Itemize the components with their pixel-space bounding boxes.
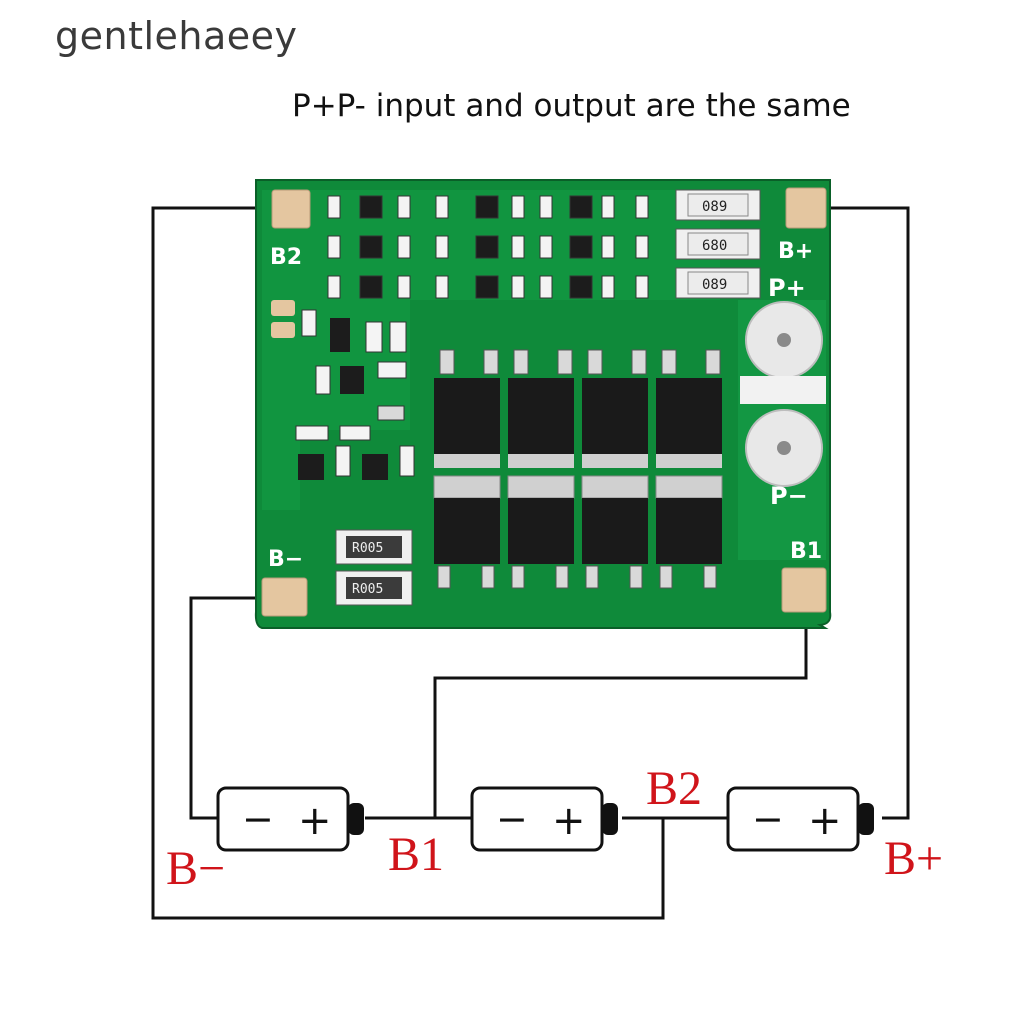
smd-part (397, 235, 411, 259)
smd-part (397, 275, 411, 299)
resistor-2-code: 680 (702, 238, 727, 254)
resistor-1-code: 089 (702, 199, 727, 215)
smd-part (635, 195, 649, 219)
battery-cell-1: −+ (216, 786, 364, 852)
shunt-1-code: R005 (352, 541, 383, 556)
resistor-3: 089 (675, 267, 761, 299)
test-pad-1 (271, 300, 295, 316)
wires (151, 206, 910, 920)
node-label-b1: B1 (388, 828, 444, 881)
battery-terminal (602, 803, 618, 835)
resistor-2: 680 (675, 228, 761, 260)
smd-part (475, 235, 499, 259)
smd-part (569, 235, 593, 259)
smd-part (435, 235, 449, 259)
smd-part (539, 195, 553, 219)
headline: P+P- input and output are the same (292, 88, 851, 124)
smd-part (601, 275, 615, 299)
smd-part (635, 235, 649, 259)
smd-part (539, 235, 553, 259)
mosfet-top (508, 349, 574, 468)
smd-part (511, 275, 525, 299)
mosfet-array (433, 349, 723, 589)
smd-part (569, 275, 593, 299)
smd-part (327, 195, 341, 219)
pcb-copper-pour (262, 190, 720, 510)
mosfet-bottom (433, 475, 501, 589)
white-strip (740, 376, 826, 404)
battery-minus-sign: − (752, 797, 784, 841)
pad-p-minus-hole (777, 441, 791, 455)
watermark: gentlehaeey (55, 14, 298, 58)
shunt-2-code: R005 (352, 582, 383, 597)
smd-part (601, 235, 615, 259)
shunt-2: R005 (335, 570, 413, 606)
test-pad-2 (271, 322, 295, 338)
smd-part (359, 275, 383, 299)
smd-part (475, 275, 499, 299)
battery-plus-sign: + (552, 798, 586, 844)
wire-b-plus (826, 206, 910, 820)
battery-plus-sign: + (808, 798, 842, 844)
pcb-label-b-minus: B− (268, 547, 303, 572)
battery-cell-2: −+ (470, 786, 618, 852)
pcb-label-p-minus: P− (770, 482, 808, 510)
smd-part (475, 195, 499, 219)
node-label-b2: B2 (646, 762, 702, 815)
pad-b-plus (785, 187, 827, 229)
mosfet-bottom (507, 475, 575, 589)
mosfet-top (582, 349, 648, 468)
pad-b1 (781, 567, 827, 613)
pcb-label-p-plus: P+ (768, 274, 806, 302)
smd-part (635, 275, 649, 299)
smd-rows (327, 195, 649, 299)
smd-part (511, 195, 525, 219)
pad-b2 (271, 189, 311, 229)
battery-plus-sign: + (298, 798, 332, 844)
wire-b1 (433, 610, 808, 818)
battery-cells: −+−+−+ (216, 786, 874, 852)
smd-part (569, 195, 593, 219)
wire-b2 (151, 206, 665, 920)
smd-part (359, 195, 383, 219)
smd-part (601, 195, 615, 219)
pcb-label-b2: B2 (270, 245, 302, 270)
node-label-b-plus: B+ (884, 832, 943, 885)
smd-part (435, 275, 449, 299)
battery-cell-3: −+ (726, 786, 874, 852)
pad-p-plus-hole (777, 333, 791, 347)
smd-part (327, 275, 341, 299)
battery-minus-sign: − (242, 797, 274, 841)
node-label-b-minus: B− (166, 842, 225, 895)
smd-part (435, 195, 449, 219)
wire-b-minus (189, 596, 262, 820)
bms-pcb: B2 B+ P+ P− B− B1 089 680 089 R005 (254, 179, 832, 629)
mosfet-top (434, 349, 500, 468)
pcb-label-b1: B1 (790, 539, 822, 564)
battery-terminal (858, 803, 874, 835)
smd-part (539, 275, 553, 299)
smd-part (359, 235, 383, 259)
battery-minus-sign: − (496, 797, 528, 841)
mosfet-bottom (581, 475, 649, 589)
shunt-1: R005 (335, 529, 413, 565)
smd-part (327, 235, 341, 259)
mosfet-bottom (655, 475, 723, 589)
mosfet-top (656, 349, 722, 468)
left-smd-parts (295, 309, 415, 480)
smd-part (511, 235, 525, 259)
resistor-1: 089 (675, 189, 761, 221)
pcb-label-b-plus: B+ (778, 239, 813, 264)
pad-b-minus (261, 577, 308, 617)
battery-terminal (348, 803, 364, 835)
smd-part (397, 195, 411, 219)
resistor-3-code: 089 (702, 277, 727, 293)
